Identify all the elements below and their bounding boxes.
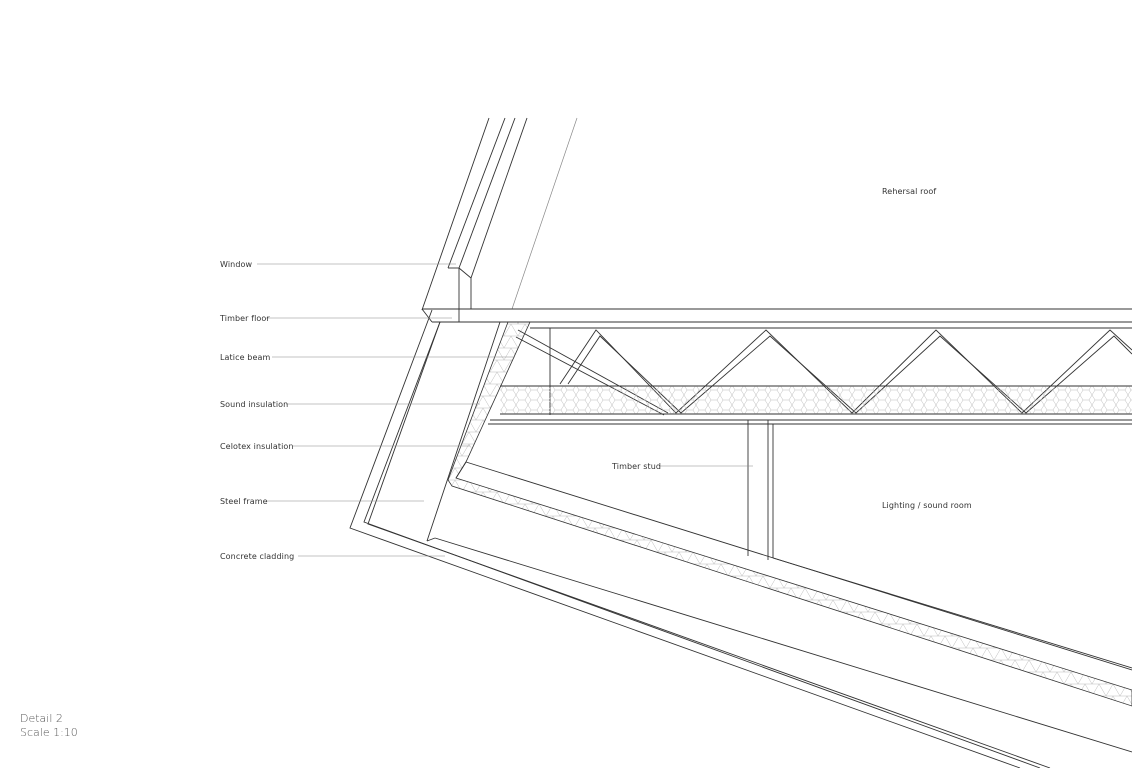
detail-title: Detail 2 bbox=[20, 712, 63, 725]
timber-stud bbox=[747, 420, 1132, 669]
label-lighting-room: Lighting / sound room bbox=[882, 501, 972, 510]
celotex-insulation bbox=[447, 321, 1132, 707]
label-concrete-cladding: Concrete cladding bbox=[220, 552, 294, 561]
callout-labels: Window Timber floor Latice beam Sound in… bbox=[219, 187, 972, 561]
scale-text: Scale 1:10 bbox=[20, 726, 78, 739]
label-steel-frame: Steel frame bbox=[220, 497, 268, 506]
window-assembly bbox=[421, 117, 578, 322]
concrete-cladding bbox=[349, 309, 1041, 768]
label-latice-beam: Latice beam bbox=[220, 353, 270, 362]
label-timber-floor: Timber floor bbox=[219, 314, 270, 323]
label-timber-stud: Timber stud bbox=[611, 462, 661, 471]
leader-lines bbox=[257, 263, 753, 557]
label-window: Window bbox=[220, 260, 252, 269]
timber-floor bbox=[421, 308, 1132, 323]
label-celotex-insulation: Celotex insulation bbox=[220, 442, 294, 451]
label-sound-insulation: Sound insulation bbox=[220, 400, 288, 409]
sound-insulation bbox=[488, 385, 1132, 425]
steel-frame bbox=[367, 321, 1132, 768]
label-rehearsal-roof: Rehersal roof bbox=[882, 187, 936, 196]
drawing-caption: Detail 2 Scale 1:10 bbox=[20, 712, 78, 740]
